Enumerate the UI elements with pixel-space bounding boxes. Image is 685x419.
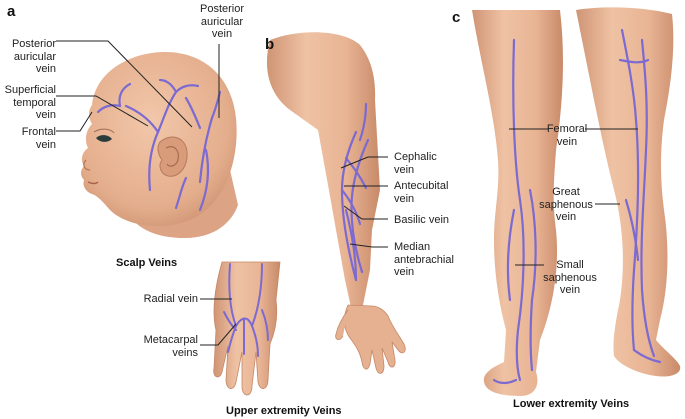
caption-scalp-veins: Scalp Veins: [116, 257, 178, 269]
label-cephalic-vein: Cephalic vein: [394, 151, 437, 176]
label-great-saphenous-vein: Great saphenous vein: [539, 186, 593, 223]
label-posterior-auricular-vein-top: Posterior auricular vein: [199, 3, 245, 40]
arm-illustration: [266, 32, 406, 374]
label-small-saphenous-vein: Small saphenous vein: [543, 259, 597, 296]
panel-letter-c: c: [452, 9, 461, 26]
caption-lower-extremity-veins: Lower extremity Veins: [513, 398, 630, 410]
baby-head-illustration: [81, 52, 238, 238]
label-median-antebrachial-vein: Median antebrachial vein: [394, 241, 454, 278]
label-basilic-vein: Basilic vein: [394, 214, 450, 226]
label-femoral-vein: Femoral vein: [546, 123, 588, 148]
label-metacarpal-veins: Metacarpal veins: [143, 334, 198, 359]
caption-upper-extremity-veins: Upper extremity Veins: [226, 405, 342, 417]
label-posterior-auricular-vein-left: Posterior auricular vein: [11, 38, 56, 75]
legs-illustration: [472, 7, 681, 396]
label-antecubital-vein: Antecubital vein: [394, 180, 449, 205]
hand-illustration: [213, 261, 281, 396]
label-frontal-vein: Frontal vein: [21, 126, 56, 151]
label-radial-vein: Radial vein: [143, 293, 198, 305]
label-superficial-temporal-vein: Superficial temporal vein: [4, 84, 56, 121]
panel-letter-b: b: [265, 36, 275, 53]
leader-lines: [56, 40, 638, 346]
panel-letter-a: a: [7, 3, 16, 20]
